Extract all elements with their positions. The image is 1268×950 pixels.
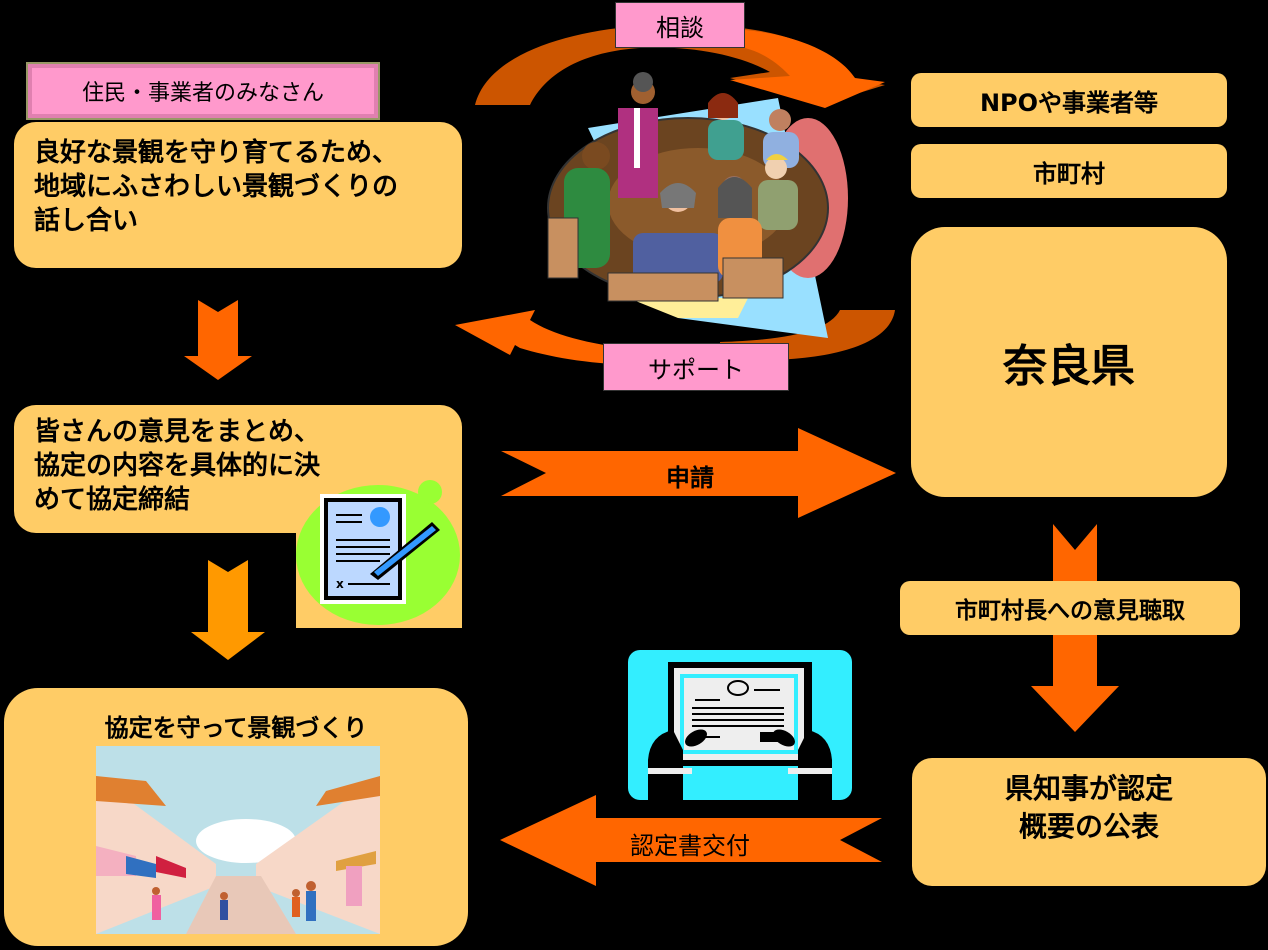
step3-title: 協定を守って景観づくり [104,714,368,742]
meeting-illustration [547,72,848,338]
npo-label: NPOや事業者等 [979,88,1159,117]
municipality-box: 市町村 [911,144,1227,198]
prefecture-label: 奈良県 [1003,341,1135,392]
npo-box: NPOや事業者等 [911,73,1227,127]
certificate-illustration [628,650,852,800]
hearing-box: 市町村長への意見聴取 [900,581,1240,635]
consult-label-text: 相談 [656,13,704,42]
street-scene-illustration [96,746,380,934]
prefecture-box: 奈良県 [911,227,1227,497]
step1-text: 良好な景観を守り育てるため、 地域にふさわしい景観づくりの 話し合い [34,138,399,236]
support-label-text: サポート [648,355,744,384]
step2-text: 皆さんの意見をまとめ、 協定の内容を具体的に決 めて協定締結 [34,417,321,515]
support-label: サポート [603,343,789,391]
consult-label: 相談 [615,2,745,48]
svg-text:x: x [336,577,344,591]
apply-label: 申請 [666,464,714,492]
municipality-label: 市町村 [1033,159,1105,188]
document-signing-illustration: x [296,480,460,625]
approval-box: 県知事が認定 概要の公表 [912,758,1266,886]
residents-label: 住民・事業者のみなさん [26,62,380,120]
residents-label-text: 住民・事業者のみなさん [81,81,324,106]
approval-text: 県知事が認定 概要の公表 [1004,772,1173,843]
certificate-label: 認定書交付 [630,832,750,860]
step1-discussion-box: 良好な景観を守り育てるため、 地域にふさわしい景観づくりの 話し合い [14,122,462,268]
hearing-label: 市町村長への意見聴取 [955,598,1185,624]
